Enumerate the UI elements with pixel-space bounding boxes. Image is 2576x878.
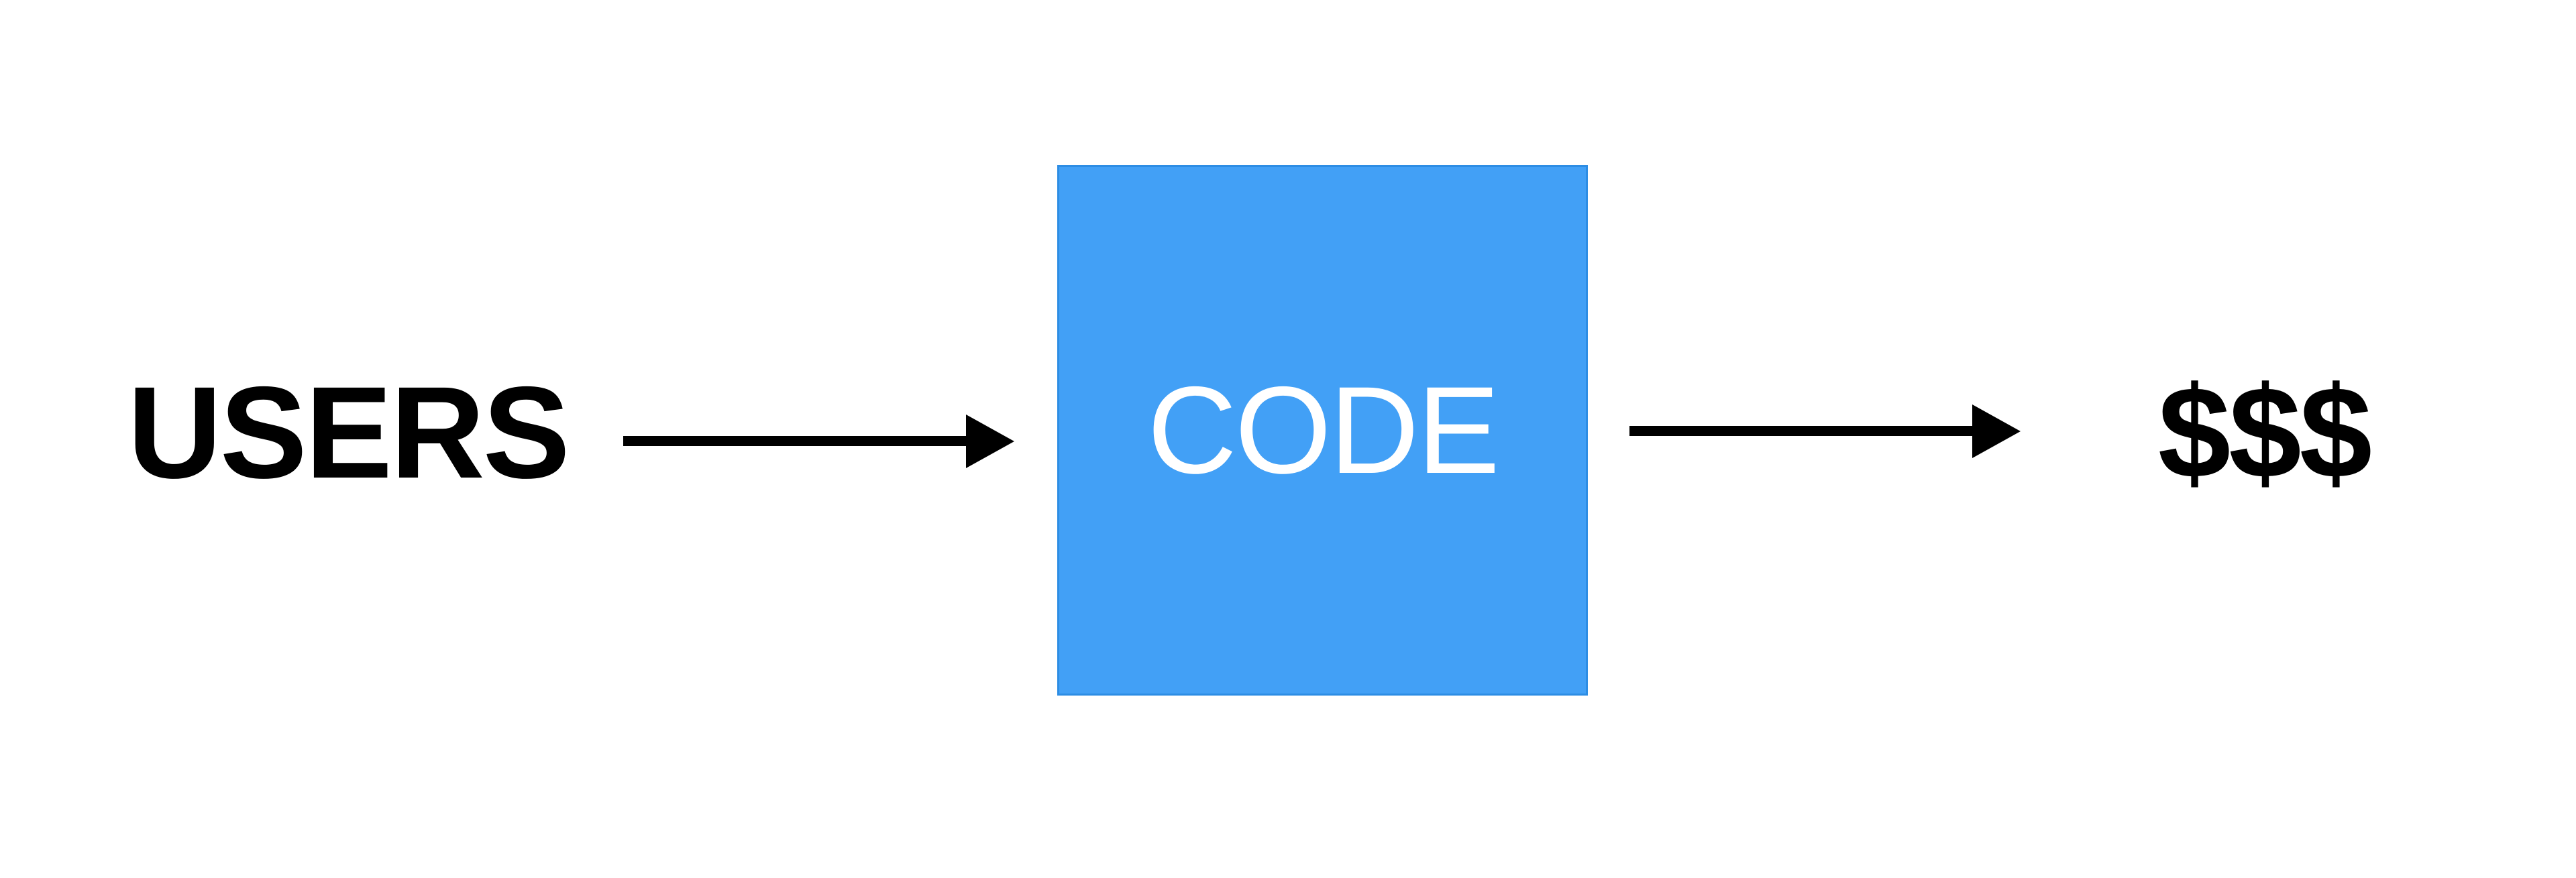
arrow-head-icon	[1972, 404, 2021, 458]
money-label: $$$	[2157, 360, 2372, 506]
arrow-head-icon	[966, 415, 1014, 468]
code-node: CODE	[1057, 165, 1588, 696]
code-node-label: CODE	[1147, 361, 1499, 500]
arrow-shaft	[623, 436, 970, 446]
users-label: USERS	[127, 360, 570, 506]
arrow-shaft	[1629, 426, 1976, 436]
